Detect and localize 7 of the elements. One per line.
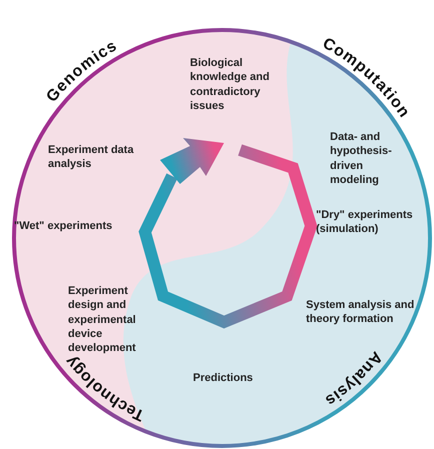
stage-label: "Dry" experiments (simulation) bbox=[316, 208, 414, 237]
stage-label: Biological knowledge and contradictory issues bbox=[190, 56, 270, 114]
stage-label: System analysis and theory formation bbox=[306, 298, 416, 327]
stage-label: Experiment design and experimental device development bbox=[68, 284, 137, 356]
stage-label: Data- and hypothesis- driven modeling bbox=[330, 130, 393, 188]
stage-label: Predictions bbox=[193, 371, 254, 386]
stage-label: Experiment data analysis bbox=[48, 143, 135, 172]
